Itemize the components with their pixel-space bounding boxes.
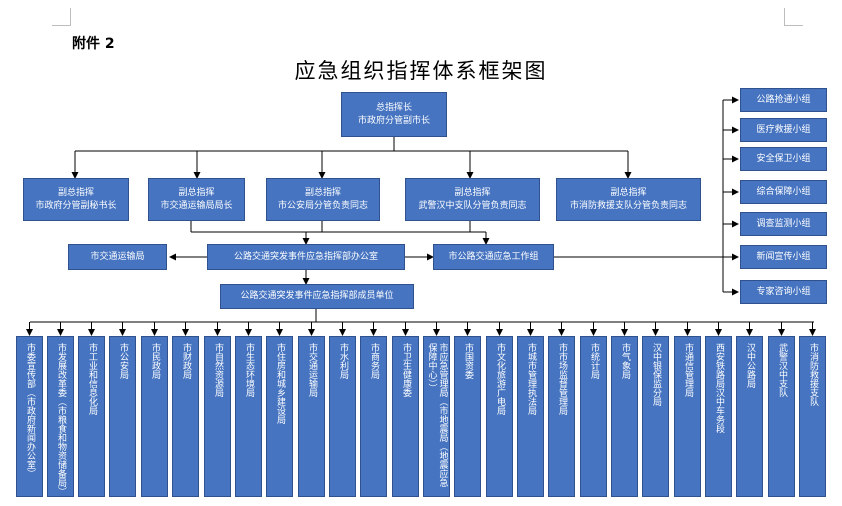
member-unit-label: 市发展改革委（市粮食和物资储备局） — [56, 343, 66, 496]
task-group-label: 专家咨询小组 — [756, 286, 811, 297]
work-group-label: 市公路交通应急工作组 — [448, 251, 539, 262]
command-office-box: 公路交通突发事件应急指挥部办公室 — [207, 244, 405, 270]
member-unit-19: 市统计局 — [580, 336, 607, 497]
member-unit-label: 市市场监督管理局 — [557, 343, 567, 415]
member-unit-5: 市民政局 — [141, 336, 168, 497]
commander-holder: 市政府分管副市长 — [357, 115, 430, 126]
member-unit-label: 市生态环境局 — [244, 343, 254, 397]
member-unit-label: 西安铁路局汉中车务段 — [714, 343, 724, 433]
command-office-label: 公路交通突发事件应急指挥部办公室 — [233, 251, 378, 262]
member-unit-6: 市财政局 — [172, 336, 199, 497]
member-unit-22: 市通信管理局 — [674, 336, 701, 497]
member-unit-12: 市商务局 — [360, 336, 387, 497]
member-unit-4: 市公安局 — [109, 336, 136, 497]
member-unit-7: 市自然资源局 — [204, 336, 231, 497]
member-unit-23: 西安铁路局汉中车务段 — [705, 336, 732, 497]
member-unit-18: 市市场监督管理局 — [548, 336, 575, 497]
task-group-label: 综合保障小组 — [756, 186, 811, 197]
deputy-holder: 市政府分管副秘书长 — [35, 200, 117, 211]
task-group-label: 安全保卫小组 — [756, 153, 811, 164]
task-group-label: 新闻宣传小组 — [756, 251, 811, 262]
crop-mark-top-right-h — [784, 25, 803, 26]
page-title: 应急组织指挥体系框架图 — [294, 59, 548, 83]
member-unit-label: 市通信管理局 — [683, 343, 693, 397]
crop-mark-top-left-v — [70, 8, 71, 26]
deputy-title: 副总指挥 — [454, 187, 491, 198]
member-unit-label: 市工业和信息化局 — [87, 343, 97, 415]
task-group-box-7: 专家咨询小组 — [740, 280, 827, 304]
member-unit-9: 市住房和城乡建设局 — [266, 336, 293, 497]
crop-mark-top-right-v — [784, 8, 785, 26]
transport-bureau-box: 市交通运输局 — [68, 244, 167, 270]
member-unit-label: 武警汉中支队 — [777, 343, 787, 397]
member-unit-20: 市气象局 — [611, 336, 638, 497]
member-unit-label: 市委宣传部（市政府新闻办公室） — [25, 343, 35, 478]
member-unit-label: 市交通运输局 — [307, 343, 317, 397]
deputy-box-1: 副总指挥 市政府分管副秘书长 — [23, 178, 129, 221]
deputy-box-4: 副总指挥 武警汉中支队分管负责同志 — [405, 178, 540, 221]
member-unit-15: 市国资委 — [454, 336, 481, 497]
member-unit-3: 市工业和信息化局 — [78, 336, 105, 497]
annex-label: 附件 2 — [72, 36, 115, 52]
member-unit-label: 汉中银保监分局 — [651, 343, 661, 406]
member-unit-label: 市自然资源局 — [213, 343, 223, 397]
task-group-box-1: 公路抢通小组 — [740, 88, 827, 112]
member-unit-label: 市住房和城乡建设局 — [275, 343, 285, 424]
task-group-box-2: 医疗救援小组 — [740, 118, 827, 142]
member-unit-label: 市卫生健康委 — [401, 343, 411, 397]
member-unit-24: 汉中公路局 — [736, 336, 763, 497]
deputy-box-5: 副总指挥 市消防救援支队分管负责同志 — [556, 178, 701, 221]
task-group-box-5: 调查监测小组 — [740, 212, 827, 236]
member-units-title-box: 公路交通突发事件应急指挥部成员单位 — [220, 284, 414, 309]
member-unit-label: 市文化旅游广电局 — [495, 343, 505, 415]
member-unit-label: 市公安局 — [118, 343, 128, 379]
crop-mark-top-left-h — [52, 25, 71, 26]
deputy-box-2: 副总指挥 市交通运输局局长 — [148, 178, 245, 221]
member-unit-label: 市水利局 — [338, 343, 348, 379]
member-unit-17: 市城市管理执法局 — [517, 336, 544, 497]
task-group-box-3: 安全保卫小组 — [740, 147, 827, 171]
task-group-label: 医疗救援小组 — [756, 124, 811, 135]
member-unit-8: 市生态环境局 — [235, 336, 262, 497]
deputy-box-3: 副总指挥 市公安局分管负责同志 — [266, 178, 380, 221]
member-unit-2: 市发展改革委（市粮食和物资储备局） — [47, 336, 74, 497]
member-unit-26: 市消防救援支队 — [799, 336, 826, 497]
member-unit-14: 市应急管理局（市地震局（地震应急保障中心）） — [423, 336, 450, 497]
deputy-title: 副总指挥 — [178, 187, 215, 198]
deputy-title: 副总指挥 — [304, 187, 341, 198]
member-unit-label: 市消防救援支队 — [808, 343, 818, 406]
member-unit-11: 市水利局 — [329, 336, 356, 497]
deputy-holder: 市公安局分管负责同志 — [277, 200, 368, 211]
member-unit-label: 市统计局 — [589, 343, 599, 379]
task-group-box-6: 新闻宣传小组 — [740, 245, 827, 269]
member-units-title: 公路交通突发事件应急指挥部成员单位 — [240, 291, 394, 301]
deputy-holder: 武警汉中支队分管负责同志 — [418, 200, 527, 211]
member-unit-10: 市交通运输局 — [298, 336, 325, 497]
deputy-holder: 市交通运输局局长 — [160, 200, 233, 211]
member-unit-label: 市民政局 — [150, 343, 160, 379]
deputy-title: 副总指挥 — [610, 187, 647, 198]
member-unit-label: 市城市管理执法局 — [526, 343, 536, 415]
member-unit-21: 汉中银保监分局 — [642, 336, 669, 497]
member-unit-label: 市应急管理局（市地震局（地震应急保障中心）） — [426, 343, 448, 487]
deputy-holder: 市消防救援支队分管负责同志 — [569, 200, 687, 211]
member-unit-25: 武警汉中支队 — [768, 336, 795, 497]
commander-box: 总指挥长 市政府分管副市长 — [341, 92, 447, 137]
transport-bureau-label: 市交通运输局 — [90, 251, 145, 262]
commander-title: 总指挥长 — [375, 102, 412, 113]
member-unit-label: 汉中公路局 — [745, 343, 755, 388]
task-group-box-4: 综合保障小组 — [740, 180, 827, 204]
member-unit-label: 市财政局 — [181, 343, 191, 379]
member-unit-label: 市国资委 — [463, 343, 473, 379]
member-unit-1: 市委宣传部（市政府新闻办公室） — [16, 336, 43, 497]
task-group-label: 公路抢通小组 — [756, 94, 811, 105]
member-unit-13: 市卫生健康委 — [392, 336, 419, 497]
member-unit-label: 市商务局 — [369, 343, 379, 379]
member-unit-16: 市文化旅游广电局 — [486, 336, 513, 497]
work-group-box: 市公路交通应急工作组 — [433, 244, 554, 270]
member-unit-label: 市气象局 — [620, 343, 630, 379]
deputy-title: 副总指挥 — [57, 187, 94, 198]
task-group-label: 调查监测小组 — [756, 218, 811, 229]
